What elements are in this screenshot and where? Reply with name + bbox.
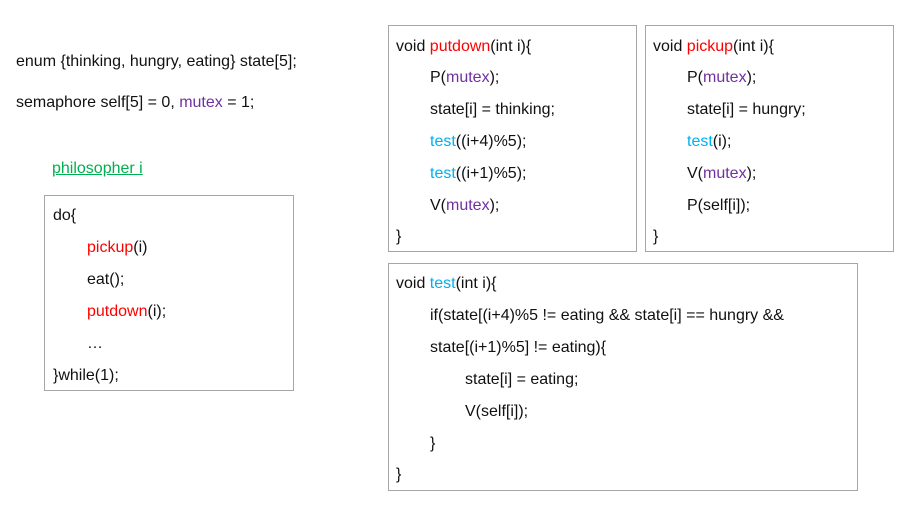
v-open: V( [430,197,446,214]
test-call-name: test [687,133,713,150]
test-params: (int i){ [455,275,497,292]
eat-call: eat(); [87,271,125,288]
pickup-call: pickup(i) [87,238,147,258]
mutex-keyword: mutex [703,69,747,86]
test-assign-eating: state[i] = eating; [465,371,579,388]
putdown-function-box: void putdown(int i){ P(mutex); state[i] … [388,25,637,252]
philosopher-title: philosopher i [52,160,143,177]
while-close: }while(1); [53,367,119,384]
pickup-p-mutex: P(mutex); [687,68,756,88]
pickup-call-args: (i) [133,239,148,256]
test-close-brace: } [396,466,402,483]
test-call-name: test [430,165,456,182]
mutex-keyword: mutex [446,69,490,86]
pickup-close-brace: } [653,228,659,245]
enum-text: enum {thinking, hungry, eating} state[5]… [16,53,297,70]
putdown-close-brace: } [396,228,402,245]
mutex-keyword: mutex [446,197,490,214]
p-close: ); [746,69,757,86]
putdown-call: putdown(i); [87,302,166,322]
putdown-p-mutex: P(mutex); [430,68,499,88]
v-close: ); [746,165,757,182]
do-open: do{ [53,207,77,224]
putdown-state-thinking: state[i] = thinking; [430,101,555,118]
test-name: test [429,275,456,292]
test-if-condition: if(state[(i+4)%5 != eating && state[i] =… [430,307,784,324]
v-open: V( [687,165,703,182]
semaphore-prefix: semaphore self[5] = 0, [16,94,180,111]
pickup-params: (int i){ [733,38,774,55]
pickup-function-box: void pickup(int i){ P(mutex); state[i] =… [645,25,894,252]
putdown-test-right: test((i+1)%5); [430,164,526,184]
pickup-signature: void pickup(int i){ [653,37,774,57]
test-v-self: V(self[i]); [465,403,529,420]
philosopher-code-box: do{ pickup(i) eat(); putdown(i); … }whil… [44,195,294,391]
pickup-void: void [653,38,687,55]
test-function-box: void test(int i){ if(state[(i+4)%5 != ea… [388,263,858,491]
p-open: P( [430,69,446,86]
semaphore-declaration: semaphore self[5] = 0, mutex = 1; [16,93,254,113]
putdown-call-args: (i); [147,303,167,320]
test-inner-close-brace: } [430,435,436,452]
putdown-void: void [396,38,430,55]
p-close: ); [489,69,500,86]
pickup-v-mutex: V(mutex); [687,164,756,184]
pickup-name: pickup [686,38,734,55]
mutex-keyword: mutex [179,94,223,111]
pickup-state-hungry: state[i] = hungry; [687,101,806,118]
pickup-p-self: P(self[i]); [687,197,751,214]
mutex-keyword: mutex [703,165,747,182]
p-open: P( [687,69,703,86]
semaphore-suffix: = 1; [222,94,255,111]
v-close: ); [489,197,500,214]
putdown-params: (int i){ [490,38,532,55]
test-void: void [396,275,430,292]
pickup-test-self: test(i); [687,132,731,152]
test-signature: void test(int i){ [396,274,497,294]
test-call-args: ((i+4)%5); [455,133,527,150]
test-call-name: test [430,133,456,150]
ellipsis: … [87,335,103,352]
putdown-call-name: putdown [87,303,148,320]
test-call-args: (i); [712,133,732,150]
test-condition-continuation: state[(i+1)%5] != eating){ [430,339,607,356]
putdown-v-mutex: V(mutex); [430,196,499,216]
putdown-signature: void putdown(int i){ [396,37,531,57]
pickup-call-name: pickup [87,239,134,256]
putdown-name: putdown [429,38,491,55]
test-call-args: ((i+1)%5); [455,165,527,182]
putdown-test-left: test((i+4)%5); [430,132,526,152]
enum-declaration: enum {thinking, hungry, eating} state[5]… [16,52,297,72]
